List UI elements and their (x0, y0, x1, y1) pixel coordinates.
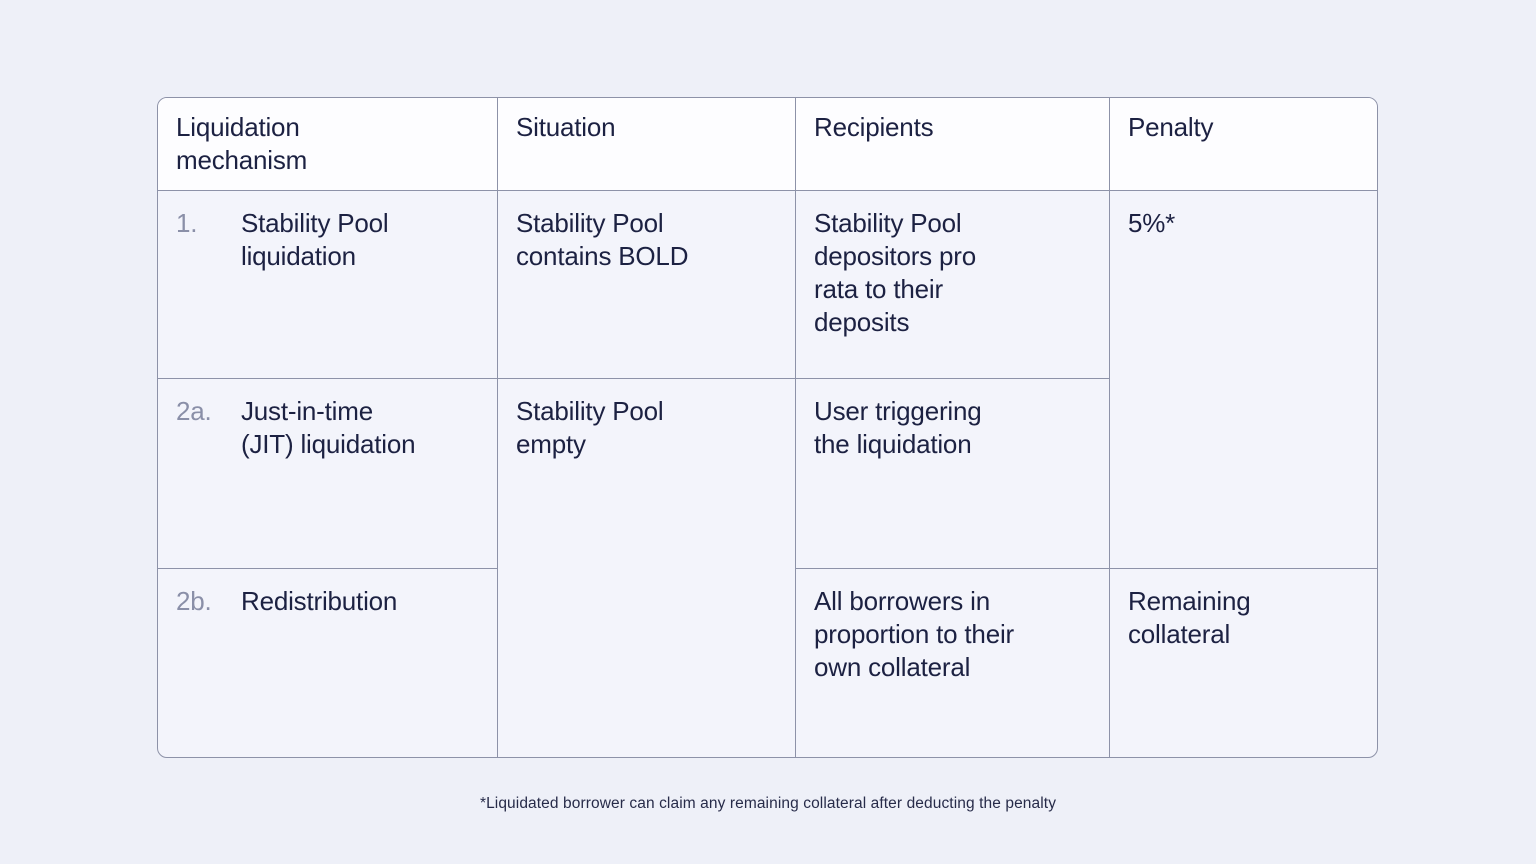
footnote-text: *Liquidated borrower can claim any remai… (479, 795, 1057, 812)
mechanism-label: Redistribution (241, 586, 398, 616)
situation-cell-rows-2a-2b: Stability Pool empty (497, 378, 795, 757)
table-row-1-situation-cell: Stability Pool contains BOLD (497, 190, 795, 378)
table-row-1-mechanism-cell: 1. Stability Pool liquidation (158, 190, 497, 378)
liquidation-mechanisms-table: Liquidation mechanism Situation Recipien… (157, 97, 1378, 758)
column-header-liquidation-mechanism: Liquidation mechanism (158, 98, 497, 190)
column-header-penalty: Penalty (1109, 98, 1377, 190)
table-row-2b-mechanism-cell: 2b. Redistribution (158, 568, 497, 757)
row-number: 2b. (176, 586, 212, 616)
row-number: 2a. (176, 396, 212, 426)
table-row-1-recipients-cell: Stability Pool depositors pro rata to th… (795, 190, 1109, 378)
table-row-2a-mechanism-cell: 2a. Just-in-time (JIT) liquidation (158, 378, 497, 568)
table-row-2a-recipients-cell: User triggering the liquidation (795, 378, 1109, 568)
mechanism-label: Just-in-time (JIT) liquidation (241, 396, 416, 459)
mechanism-label: Stability Pool liquidation (241, 208, 389, 271)
penalty-cell-rows-1-2a: 5%* (1109, 190, 1377, 568)
row-number: 1. (176, 208, 198, 238)
column-header-situation: Situation (497, 98, 795, 190)
table-row-2b-penalty-cell: Remaining collateral (1109, 568, 1377, 757)
column-header-recipients: Recipients (795, 98, 1109, 190)
table-grid: Liquidation mechanism Situation Recipien… (158, 98, 1377, 757)
table-row-2b-recipients-cell: All borrowers in proportion to their own… (795, 568, 1109, 757)
